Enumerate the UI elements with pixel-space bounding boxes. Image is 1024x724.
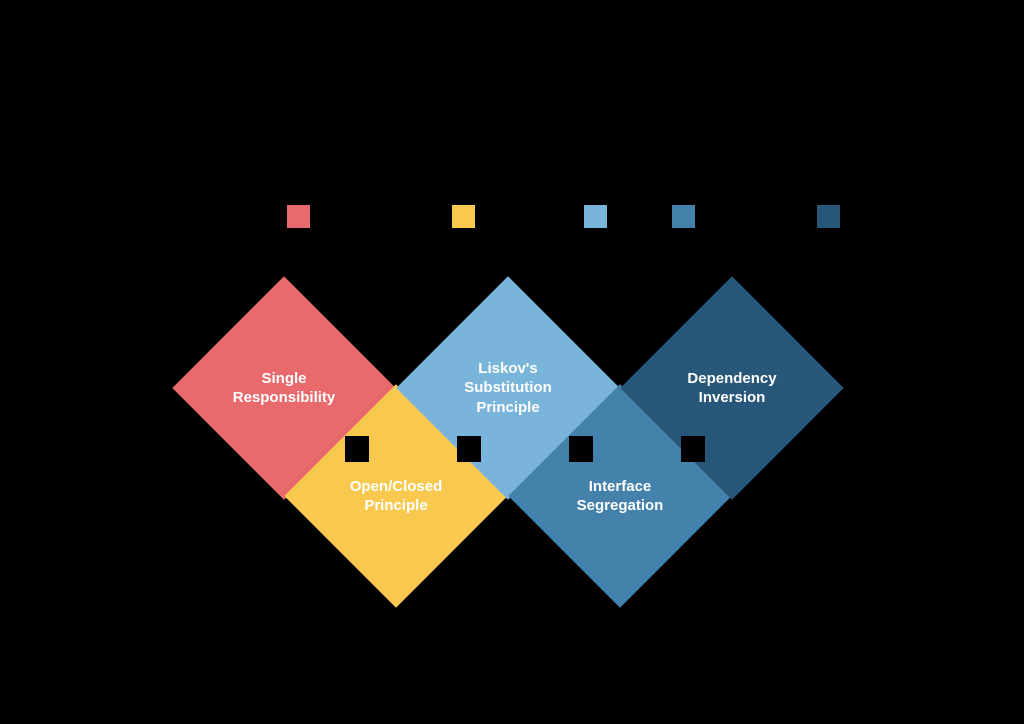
piece-label-dependency-inversion: Dependency Inversion [687, 369, 777, 407]
puzzle-notch [345, 436, 369, 462]
legend-swatch-liskov-substitution [584, 205, 607, 228]
legend-swatch-single-responsibility [287, 205, 310, 228]
puzzle-notch [681, 436, 705, 462]
piece-dependency-inversion: Dependency Inversion [620, 276, 844, 500]
puzzle-notch [457, 436, 481, 462]
legend-swatch-interface-segregation [672, 205, 695, 228]
puzzle-notch [569, 436, 593, 462]
legend-swatch-dependency-inversion [817, 205, 840, 228]
legend-swatch-open-closed [452, 205, 475, 228]
